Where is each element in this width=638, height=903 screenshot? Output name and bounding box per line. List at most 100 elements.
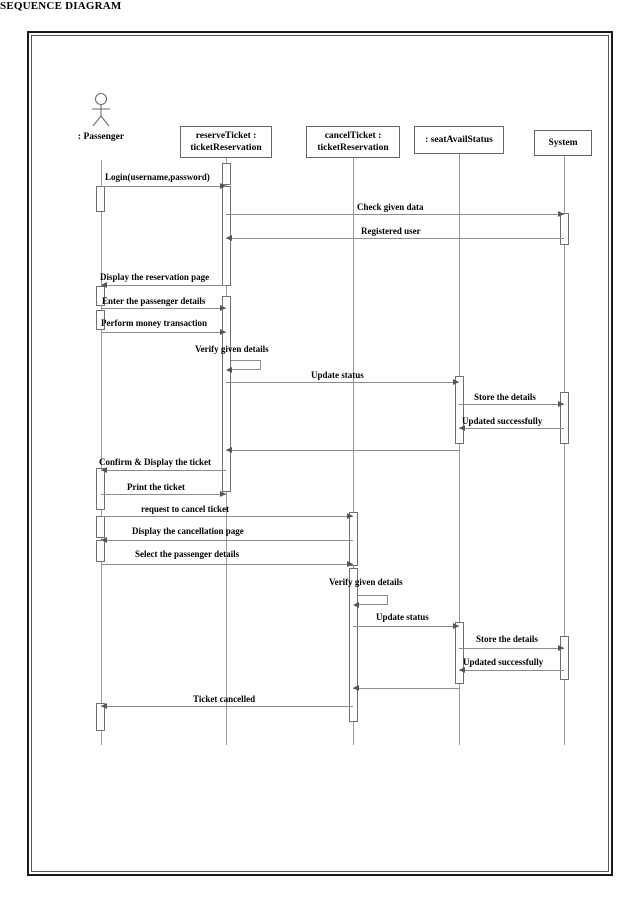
lifeline-header-cancelticket[interactable]: cancelTicket : ticketReservation [306, 126, 400, 158]
message-line-m11 [226, 450, 459, 451]
message-arrowhead-m19 [558, 645, 564, 652]
lifeline-label-cancelticket: cancelTicket : [324, 131, 382, 141]
lifeline-sublabel-reserveticket: ticketReservation [190, 143, 262, 153]
message-arrowhead-m16 [347, 561, 353, 568]
lifeline-line-system [564, 156, 565, 745]
activation-bar-cancelticket [349, 568, 358, 722]
activation-bar-system [560, 392, 569, 444]
message-line-m8 [226, 382, 459, 383]
activation-bar-passenger [96, 703, 105, 731]
message-label-m10: Updated successfully [462, 416, 543, 426]
activation-bar-passenger [96, 468, 105, 510]
self-message-m17 [358, 595, 388, 605]
message-arrowhead-m9 [558, 401, 564, 408]
message-arrowhead-m15 [101, 537, 107, 544]
activation-bar-passenger [96, 186, 105, 212]
message-label-m4: Display the reservation page [100, 272, 210, 282]
message-label-m15: Display the cancellation page [132, 526, 244, 536]
message-arrowhead-m8 [453, 379, 459, 386]
lifeline-line-passenger [101, 160, 102, 745]
message-arrowhead-m12 [101, 467, 107, 474]
message-label-m13: Print the ticket [127, 482, 185, 492]
message-label-m22: Ticket cancelled [193, 694, 256, 704]
message-line-m3 [226, 238, 564, 239]
message-line-m2 [226, 214, 564, 215]
message-arrowhead-m1 [220, 183, 226, 190]
message-label-m6: Perform money transaction [101, 318, 207, 328]
message-label-m14: request to cancel ticket [141, 504, 230, 514]
lifeline-header-system[interactable]: System [534, 130, 592, 156]
message-line-m20 [459, 670, 564, 671]
message-line-m6 [101, 332, 226, 333]
message-arrowhead-m3 [226, 235, 232, 242]
lifeline-label-reserveticket: reserveTicket : [195, 131, 257, 141]
lifeline-label-seatavailstatus: : seatAvailStatus [425, 135, 493, 145]
message-arrowhead-m14 [347, 513, 353, 520]
lifeline-sublabel-cancelticket: ticketReservation [317, 143, 389, 153]
message-line-m18 [353, 626, 459, 627]
lifeline-line-cancelticket [353, 158, 354, 745]
message-label-m8: Update status [311, 370, 364, 380]
message-line-m10 [459, 428, 564, 429]
message-label-m12: Confirm & Display the ticket [99, 457, 211, 467]
message-arrowhead-m5 [220, 305, 226, 312]
message-line-m12 [101, 470, 226, 471]
message-label-m3: Registered user [361, 226, 421, 236]
message-label-m2: Check given data [357, 202, 424, 212]
message-line-m9 [459, 404, 564, 405]
message-label-m1: Login(username,password) [105, 172, 210, 182]
activation-bar-seatavailstatus [455, 376, 464, 444]
message-line-m13 [101, 494, 226, 495]
message-line-m19 [459, 648, 564, 649]
activation-bar-passenger [96, 286, 105, 306]
activation-bar-passenger [96, 310, 105, 330]
message-label-m7: Verify given details [195, 344, 269, 354]
actor-icon [92, 92, 110, 127]
message-arrowhead-m4 [101, 282, 107, 289]
message-arrowhead-m13 [220, 491, 226, 498]
page-border-outer [27, 31, 613, 876]
message-label-m20: Updated successfully [463, 657, 544, 667]
actor-passenger[interactable] [85, 92, 117, 128]
message-label-m19: Store the details [476, 634, 538, 644]
message-line-m16 [101, 564, 353, 565]
lifeline-label-passenger: : Passenger [77, 132, 125, 142]
message-line-m21 [353, 688, 459, 689]
message-arrowhead-m7 [226, 366, 232, 373]
lifeline-header-seatavailstatus[interactable]: : seatAvailStatus [414, 126, 504, 154]
message-arrowhead-m11 [226, 447, 232, 454]
message-arrowhead-m22 [101, 703, 107, 710]
message-label-m16: Select the passenger details [135, 549, 240, 559]
message-arrowhead-m20 [459, 667, 465, 674]
page-border-inner [31, 35, 609, 872]
activation-bar-reserveticket [222, 163, 231, 185]
lifeline-label-system: System [548, 138, 578, 148]
message-arrowhead-m21 [353, 685, 359, 692]
message-line-m4 [101, 285, 226, 286]
message-label-m17: Verify given details [329, 577, 403, 587]
activation-bar-system [560, 213, 569, 245]
message-arrowhead-m10 [459, 425, 465, 432]
message-line-m14 [101, 516, 353, 517]
message-line-m1 [101, 186, 226, 187]
lifeline-header-reserveticket[interactable]: reserveTicket : ticketReservation [180, 126, 272, 158]
self-message-m7 [231, 360, 261, 370]
message-arrowhead-m17 [353, 601, 359, 608]
message-line-m22 [101, 706, 353, 707]
activation-bar-cancelticket [349, 512, 358, 566]
message-label-m9: Store the details [474, 392, 536, 402]
activation-bar-passenger [96, 516, 105, 538]
message-arrowhead-m6 [220, 329, 226, 336]
activation-bar-passenger [96, 540, 105, 562]
activation-bar-system [560, 636, 569, 680]
lifeline-line-seatavailstatus [459, 154, 460, 745]
message-arrowhead-m2 [558, 211, 564, 218]
message-label-m18: Update status [376, 612, 429, 622]
activation-bar-reserveticket [222, 296, 231, 492]
diagram-title: SEQUENCE DIAGRAM [0, 0, 122, 12]
message-arrowhead-m18 [453, 623, 459, 630]
activation-bar-seatavailstatus [455, 622, 464, 684]
message-line-m15 [101, 540, 353, 541]
